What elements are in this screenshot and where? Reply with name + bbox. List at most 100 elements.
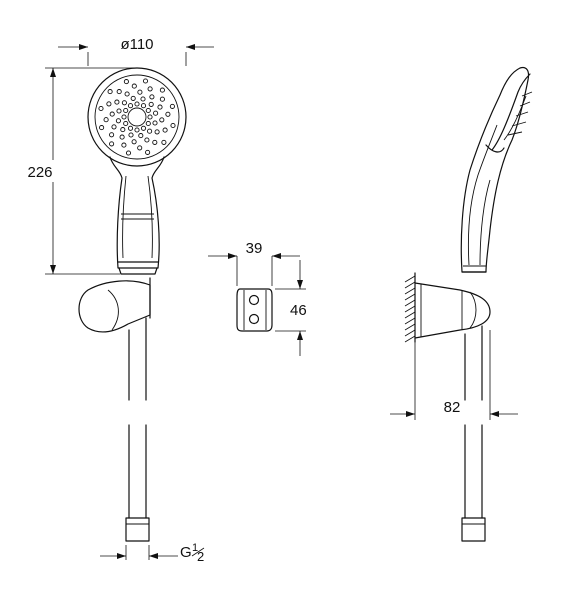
nozzle — [134, 127, 140, 133]
handle-bottom-cap — [118, 267, 158, 275]
nozzle — [98, 105, 104, 112]
nozzle — [103, 117, 109, 123]
nozzle — [142, 78, 149, 84]
nozzle — [109, 132, 115, 138]
nozzle — [127, 125, 134, 131]
nozzle — [125, 150, 132, 156]
nozzle — [149, 94, 155, 100]
hatch-line — [404, 311, 416, 319]
dimension-projection: 82 — [390, 330, 518, 420]
hatch-line — [404, 305, 416, 313]
nozzle — [99, 125, 105, 131]
nozzle — [111, 124, 117, 130]
nozzle — [170, 122, 176, 129]
nozzle — [145, 120, 151, 127]
projection-label: 82 — [444, 399, 461, 416]
nozzle — [134, 101, 140, 107]
nozzle — [137, 89, 143, 95]
nozzle — [137, 145, 143, 151]
nozzle — [109, 111, 115, 117]
hatch-line — [404, 275, 416, 283]
nozzle — [119, 134, 125, 140]
handle-side — [460, 66, 530, 273]
dimension-holder-width: 39 — [208, 240, 300, 286]
nozzle — [152, 139, 158, 145]
hatch-line — [404, 287, 416, 295]
dimension-holder-height: 46 — [275, 260, 307, 356]
front-view-hand-shower — [78, 67, 187, 542]
bracket-front — [78, 280, 151, 333]
handle-outline — [109, 156, 165, 269]
nozzle — [115, 118, 121, 124]
hatch-line — [404, 335, 416, 343]
nozzle — [138, 133, 144, 139]
nozzle — [159, 96, 165, 102]
nozzle — [145, 107, 151, 114]
total-height-label: 226 — [27, 164, 52, 181]
dimension-head-diameter: ø110 — [58, 36, 214, 66]
holder-height-label: 46 — [290, 302, 307, 319]
nozzle — [109, 141, 115, 147]
holder-body — [236, 288, 273, 332]
thread-label-numerator: 1 — [192, 542, 198, 554]
nozzle — [116, 89, 122, 95]
nozzle — [123, 107, 129, 114]
nozzle — [121, 100, 127, 106]
nozzle — [147, 86, 153, 92]
nozzle — [140, 125, 147, 131]
nozzle — [131, 83, 137, 89]
nozzle — [152, 120, 158, 126]
hose-nut — [125, 517, 150, 542]
handle-inner-line — [122, 175, 153, 259]
hatch-line — [404, 299, 416, 307]
nozzle — [123, 79, 129, 85]
nozzle — [157, 104, 163, 110]
nozzle — [106, 101, 112, 107]
nozzle — [159, 87, 165, 93]
nozzle — [145, 149, 151, 155]
shower-head-center — [127, 107, 147, 127]
nozzle — [123, 120, 129, 127]
nozzle — [161, 139, 167, 145]
nozzle — [140, 103, 147, 109]
holder-screw-top — [248, 294, 260, 306]
nozzle — [127, 103, 134, 109]
nozzle — [147, 128, 153, 134]
holder-width-label: 39 — [246, 240, 263, 257]
nozzle — [131, 139, 137, 145]
spray-nozzles — [98, 78, 176, 156]
nozzle — [128, 132, 134, 138]
nozzle — [124, 91, 130, 97]
shower-head-outer — [87, 67, 187, 167]
hatch-line — [404, 281, 416, 289]
side-view-hand-shower — [404, 66, 533, 542]
head-diameter-label: ø110 — [120, 36, 153, 53]
nozzle — [116, 108, 122, 114]
hatch-line — [404, 323, 416, 331]
bracket-front-detail — [107, 289, 119, 331]
dimension-total-height: 226 — [18, 67, 137, 275]
nozzle — [120, 127, 126, 133]
wall-holder-view — [236, 288, 273, 332]
nozzle — [162, 127, 168, 133]
nozzle — [144, 137, 150, 143]
nozzle — [147, 114, 153, 120]
wall-hatch — [404, 275, 416, 343]
thread-label-denominator: 2 — [197, 549, 204, 564]
nozzle — [121, 114, 127, 120]
hatch-line — [404, 317, 416, 325]
nozzle — [107, 89, 113, 95]
nozzle — [121, 142, 127, 148]
shower-head-inner — [94, 74, 180, 160]
thread-label-prefix: G — [180, 544, 192, 561]
holder-screw-bottom — [248, 313, 260, 325]
nozzle — [153, 110, 159, 116]
nozzle — [169, 103, 175, 109]
nozzle — [165, 111, 171, 117]
dimension-thread: G 1 2 — [100, 542, 204, 564]
nozzle — [148, 101, 154, 107]
nozzle — [140, 96, 146, 102]
hatch-line — [404, 329, 416, 337]
nozzle — [154, 129, 160, 135]
